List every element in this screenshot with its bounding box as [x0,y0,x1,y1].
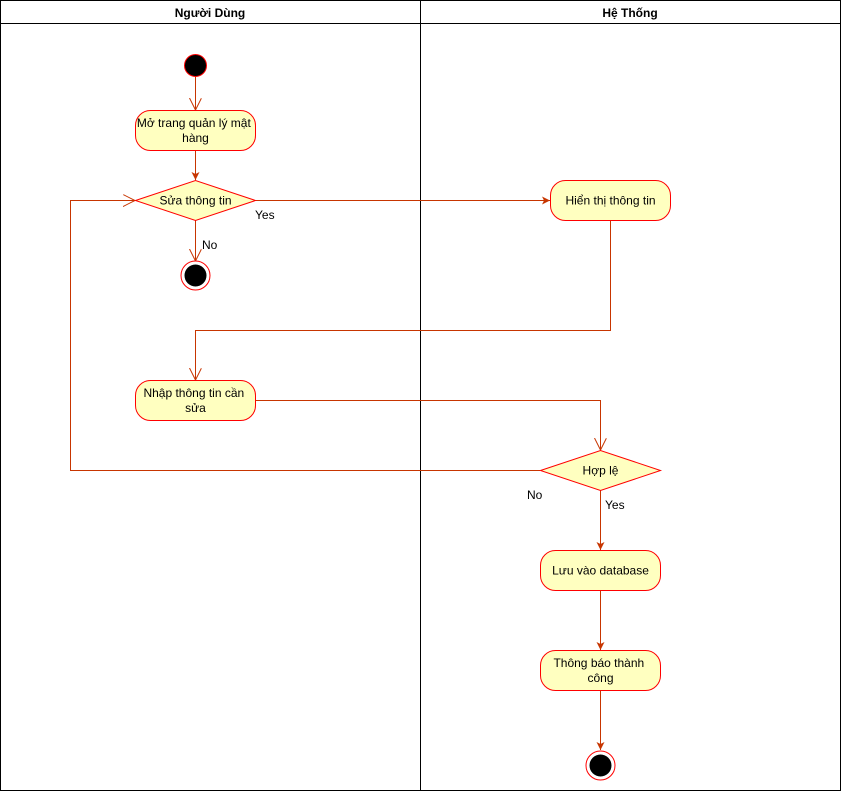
edge-enter-valid [255,400,601,451]
start-node [184,54,207,77]
edge-show-enter [196,220,611,380]
lane-title-user: Người Dùng [175,6,246,20]
svg-text:Mở trang quản lý mật hàn: Mở trang quản lý mật hàng [137,116,254,145]
end-node-system [585,750,616,781]
action-save-database: Lưu vào database [540,550,661,591]
edge-valid-no [70,201,540,471]
svg-text:Thông báo thành công: Thông báo thành công [553,656,647,685]
decision-valid: Hợp lệ [538,449,663,492]
action-show-info: Hiển thị thông tin [550,180,671,221]
decision-valid-label: Hợp lệ [583,464,619,478]
action-enter-info: Nhập thông tin cần sửa [135,380,256,421]
svg-text:Nhập thông tin cần sửa: Nhập thông tin cần sửa [143,386,247,415]
edges [70,76,611,750]
action-open-page-line1: Mở trang quản lý mật [137,116,252,130]
action-open-page: Mở trang quản lý mật hàng [135,110,256,151]
action-show-info-label: Hiển thị thông tin [565,194,655,208]
edge-label-valid-no: No [527,488,543,502]
decision-edit-info-label: Sửa thông tin [159,194,231,208]
action-notify-success: Thông báo thành công [540,650,661,691]
action-notify-line2: công [587,671,613,685]
action-save-database-label: Lưu vào database [552,564,649,578]
edge-label-edit-yes: Yes [255,208,275,222]
action-enter-info-line1: Nhập thông tin cần [143,386,244,400]
action-enter-info-line2: sửa [185,401,206,415]
edge-label-edit-no: No [202,238,218,252]
edge-label-valid-yes: Yes [605,498,625,512]
decision-edit-info: Sửa thông tin [133,179,258,222]
action-notify-line1: Thông báo thành [553,656,644,670]
end-node-user [180,260,211,291]
action-open-page-line2: hàng [182,131,209,145]
lane-title-system: Hệ Thống [602,6,657,20]
